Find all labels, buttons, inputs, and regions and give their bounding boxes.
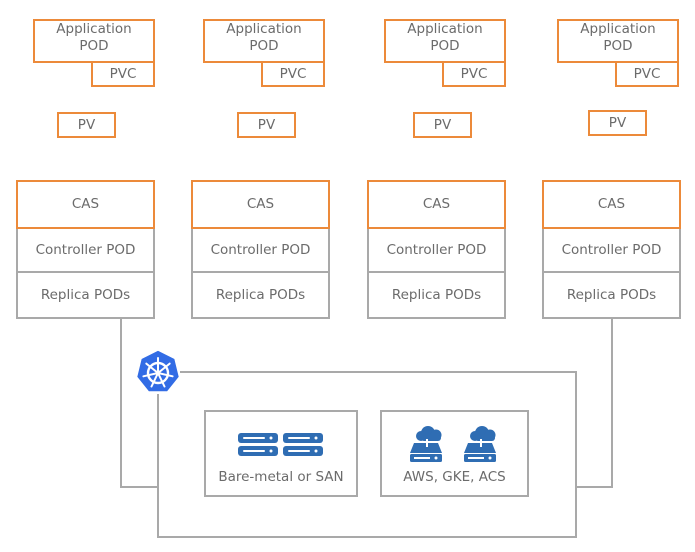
- cas-label: CAS: [597, 196, 626, 212]
- pv-box-3: PV: [413, 112, 472, 138]
- controller-pod-label: Controller POD: [386, 241, 487, 258]
- pv-label: PV: [608, 114, 627, 131]
- controller-pod-box-3: Controller POD: [367, 227, 506, 273]
- kubernetes-icon: [135, 349, 181, 393]
- cloud-server-icon: [464, 426, 496, 462]
- replica-pods-box-3: Replica PODs: [367, 271, 506, 319]
- controller-pod-label: Controller POD: [561, 241, 662, 258]
- cas-box-1: CAS: [16, 180, 155, 229]
- application-pod-box-4: Application POD: [557, 19, 679, 63]
- bare-metal-san-label: Bare-metal or SAN: [218, 469, 344, 485]
- pvc-label: PVC: [633, 65, 661, 82]
- application-pod-box-2: Application POD: [203, 19, 325, 63]
- replica-pods-label: Replica PODs: [215, 286, 306, 303]
- pvc-label: PVC: [460, 65, 488, 82]
- pvc-label: PVC: [279, 65, 307, 82]
- controller-pod-box-4: Controller POD: [542, 227, 681, 273]
- cas-label: CAS: [246, 196, 275, 212]
- bare-metal-san-box: Bare-metal or SAN: [204, 410, 358, 497]
- pvc-label: PVC: [109, 65, 137, 82]
- replica-pods-box-2: Replica PODs: [191, 271, 330, 319]
- server-rack-icon: [238, 433, 323, 456]
- pvc-box-1: PVC: [91, 61, 155, 87]
- cas-box-4: CAS: [542, 180, 681, 229]
- pvc-box-3: PVC: [442, 61, 506, 87]
- controller-pod-label: Controller POD: [35, 241, 136, 258]
- pv-label: PV: [433, 116, 452, 133]
- pv-label: PV: [257, 116, 276, 133]
- replica-pods-box-4: Replica PODs: [542, 271, 681, 319]
- replica-pods-label: Replica PODs: [40, 286, 131, 303]
- pv-label: PV: [77, 116, 96, 133]
- application-pod-label: Application POD: [407, 21, 483, 54]
- replica-pods-label: Replica PODs: [566, 286, 657, 303]
- pvc-box-2: PVC: [261, 61, 325, 87]
- controller-pod-label: Controller POD: [210, 241, 311, 258]
- controller-pod-box-2: Controller POD: [191, 227, 330, 273]
- pv-box-2: PV: [237, 112, 296, 138]
- application-pod-label: Application POD: [580, 21, 656, 54]
- cas-box-2: CAS: [191, 180, 330, 229]
- controller-pod-box-1: Controller POD: [16, 227, 155, 273]
- application-pod-box-1: Application POD: [33, 19, 155, 63]
- cas-box-3: CAS: [367, 180, 506, 229]
- replica-pods-box-1: Replica PODs: [16, 271, 155, 319]
- cas-label: CAS: [422, 196, 451, 212]
- application-pod-label: Application POD: [56, 21, 132, 54]
- cloud-providers-label: AWS, GKE, ACS: [403, 469, 506, 485]
- pv-box-4: PV: [588, 110, 647, 136]
- pvc-box-4: PVC: [615, 61, 679, 87]
- replica-pods-label: Replica PODs: [391, 286, 482, 303]
- application-pod-label: Application POD: [226, 21, 302, 54]
- cloud-providers-box: AWS, GKE, ACS: [380, 410, 529, 497]
- cas-label: CAS: [71, 196, 100, 212]
- pv-box-1: PV: [57, 112, 116, 138]
- application-pod-box-3: Application POD: [384, 19, 506, 63]
- cloud-server-icon: [410, 426, 442, 462]
